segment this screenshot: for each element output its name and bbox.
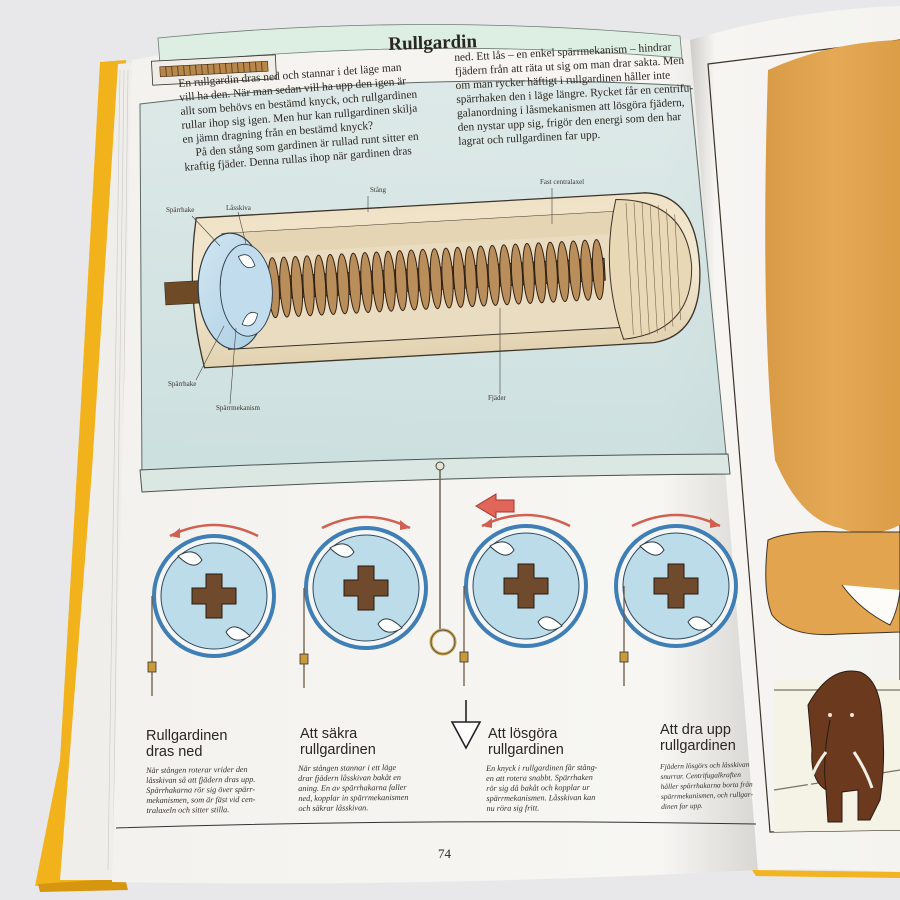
spring-coil bbox=[580, 239, 593, 301]
spring-coil bbox=[371, 251, 385, 313]
pawl bbox=[377, 618, 403, 633]
page-number: 74 bbox=[438, 846, 451, 861]
pawl bbox=[687, 616, 713, 631]
spring-coil bbox=[522, 243, 535, 304]
arrow-head bbox=[710, 518, 720, 528]
lock-disc-diagram bbox=[459, 513, 588, 686]
spring-coil bbox=[545, 241, 558, 303]
panel-caption-line: nu röra sig fritt. bbox=[486, 803, 540, 813]
label-stang: Stång bbox=[370, 186, 386, 194]
spring-coil bbox=[568, 240, 582, 302]
roller-cutaway-illustration bbox=[164, 192, 701, 369]
panel-title-line: Att lösgöra bbox=[488, 726, 558, 742]
cord-pull bbox=[459, 651, 469, 663]
spring-coil bbox=[487, 244, 500, 306]
arrow-head bbox=[400, 520, 410, 530]
spring-coil bbox=[360, 252, 373, 314]
pull-arrow bbox=[475, 493, 515, 519]
label-lasskiva: Låsskiva bbox=[226, 204, 251, 212]
cord-pull bbox=[619, 651, 629, 663]
ratchet-cross bbox=[503, 563, 549, 609]
panel-caption-line: och säkrar låsskivan. bbox=[298, 803, 369, 813]
label-sparrhake-bottom: Spärrhake bbox=[168, 380, 197, 388]
panel-caption-line: tralaxeln och sitter stilla. bbox=[146, 805, 230, 815]
pawl bbox=[177, 551, 203, 566]
panel-title-line: rullgardinen bbox=[300, 742, 376, 758]
pawl bbox=[489, 541, 515, 556]
lock-disc-diagram bbox=[614, 513, 738, 686]
label-fjader: Fjäder bbox=[488, 394, 506, 402]
small-mammoth-illustration bbox=[806, 670, 885, 823]
panel-title-line: rullgardinen bbox=[660, 738, 736, 754]
down-arrow bbox=[450, 700, 482, 750]
spring-coil bbox=[441, 247, 454, 309]
cord-pull bbox=[299, 653, 309, 665]
spring-coil bbox=[591, 239, 605, 301]
panel-title-line: dras ned bbox=[146, 744, 203, 760]
spring-coil bbox=[476, 245, 489, 307]
ratchet-cross bbox=[343, 565, 389, 611]
panel-caption-line: spärrmekanismen. Låsskivan kan bbox=[486, 792, 596, 803]
spring-coil bbox=[464, 246, 477, 308]
cord-pull bbox=[147, 661, 157, 673]
panel-title-line: Att dra upp bbox=[660, 722, 731, 738]
spring-coil bbox=[383, 250, 396, 312]
spring-coil bbox=[302, 255, 315, 317]
label-fast-centralaxel: Fast centralaxel bbox=[540, 178, 585, 186]
spring-coil bbox=[395, 250, 408, 312]
spring-coil bbox=[452, 246, 466, 308]
pawl bbox=[639, 541, 665, 556]
arrow-head bbox=[482, 518, 492, 528]
label-sparrhake-top: Spärrhake bbox=[166, 206, 195, 214]
spring-rod-icon bbox=[151, 54, 277, 86]
spring-coil bbox=[429, 248, 443, 310]
pawl bbox=[537, 616, 563, 631]
pawl bbox=[329, 543, 355, 558]
label-sparrmekanism: Spärrmekanism bbox=[216, 404, 260, 412]
spring-coil bbox=[406, 249, 419, 311]
panel-title-line: rullgardinen bbox=[488, 742, 564, 758]
ratchet-cross bbox=[653, 563, 699, 609]
spring-coil bbox=[348, 252, 362, 314]
panel-title-line: Att säkra bbox=[300, 726, 358, 742]
spring-coil bbox=[499, 244, 512, 306]
pawl bbox=[225, 626, 251, 641]
spring-coil bbox=[279, 256, 292, 318]
lock-disc-diagram bbox=[299, 515, 428, 688]
spring-coil bbox=[557, 241, 570, 302]
spring-coil bbox=[418, 248, 431, 310]
ratchet-cross bbox=[191, 573, 237, 619]
spring-coil bbox=[313, 254, 327, 316]
lock-disc-diagram bbox=[147, 523, 276, 696]
panel-caption-line: dinen far upp. bbox=[661, 800, 703, 811]
arrow-head bbox=[170, 528, 180, 538]
panel-title-line: Rullgardinen bbox=[146, 728, 228, 744]
spring-coil bbox=[325, 254, 338, 315]
spring-coil bbox=[337, 253, 350, 315]
spring-coil bbox=[510, 243, 524, 305]
spring-coil bbox=[290, 255, 304, 317]
spring-coil bbox=[534, 242, 547, 304]
